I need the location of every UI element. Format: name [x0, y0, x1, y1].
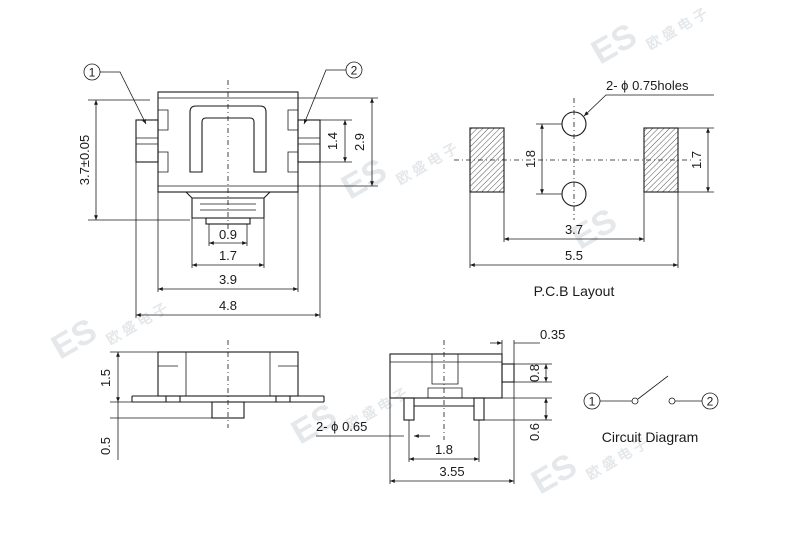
- dim-tab-width: 1.7: [219, 248, 237, 263]
- top-view: 1 2 3.7±0.05 1.4 2.9 0.9 1.7 3.9: [77, 61, 378, 318]
- watermark-logo: ES: [585, 16, 643, 72]
- watermark-logo: ES: [45, 311, 103, 367]
- circuit-pin1-label: 1: [589, 395, 596, 409]
- front-dim-terminal-height: 0.8: [527, 364, 542, 382]
- front-terminal: [501, 363, 515, 383]
- watermark-logo: ES: [335, 151, 393, 207]
- pcb-dim-hole-spacing: 1.8: [523, 150, 538, 168]
- dim-body-height: 2.9: [352, 133, 367, 151]
- dim-overall-width: 4.8: [219, 298, 237, 313]
- switch-contact-right: [668, 397, 676, 405]
- switch-contact-left: [631, 397, 639, 405]
- front-dim-overall: 3.55: [439, 464, 464, 479]
- side-dim-stem: 0.5: [98, 437, 113, 455]
- side-dim-height: 1.5: [98, 369, 113, 387]
- watermark-text: 欧 盛 电 子: [104, 300, 171, 348]
- pcb-dim-pad-height: 1.7: [689, 151, 704, 169]
- front-pin-right: [473, 397, 485, 421]
- callout-pin2-label: 2: [351, 64, 358, 78]
- pcb-layout-title: P.C.B Layout: [534, 283, 615, 299]
- circuit-diagram: 1 2 Circuit Diagram: [583, 375, 719, 445]
- front-pins-label: 2- ϕ 0.65: [316, 419, 367, 434]
- terminal-left: [135, 119, 159, 163]
- pcb-dim-outer: 5.5: [565, 248, 583, 263]
- front-dim-pin-length: 0.6: [527, 423, 542, 441]
- dim-stem-width: 0.9: [219, 227, 237, 242]
- front-dim-pin-spacing: 1.8: [435, 442, 453, 457]
- front-view: 0.35 0.8 0.6 2- ϕ 0.65 1.8 3.55: [316, 327, 565, 484]
- circuit-pin2: [701, 392, 719, 410]
- side-view: 1.5 0.5: [98, 340, 325, 460]
- dim-top-height: 3.7±0.05: [77, 135, 92, 186]
- front-dim-terminal-thickness: 0.35: [540, 327, 565, 342]
- circuit-title: Circuit Diagram: [602, 429, 698, 445]
- actuator-frame: [189, 105, 267, 173]
- circuit-pin2-label: 2: [707, 395, 714, 409]
- dim-body-width: 3.9: [219, 272, 237, 287]
- dim-terminal-width: 1.4: [325, 132, 340, 150]
- pcb-layout: 2- ϕ 0.75holes 1.8 1.7 3.7 5.5 P.C.B Lay…: [454, 78, 714, 299]
- watermark-text: 欧 盛 电 子: [394, 140, 461, 188]
- switch-lever: [637, 375, 669, 400]
- watermark-text: 欧 盛 电 子: [644, 5, 711, 53]
- pcb-dim-inner: 3.7: [565, 222, 583, 237]
- front-body: [389, 353, 503, 399]
- pcb-holes-label: 2- ϕ 0.75holes: [606, 78, 689, 93]
- callout-pin1-label: 1: [89, 66, 96, 80]
- watermark-logo: ES: [525, 446, 583, 502]
- terminal-right: [297, 119, 321, 163]
